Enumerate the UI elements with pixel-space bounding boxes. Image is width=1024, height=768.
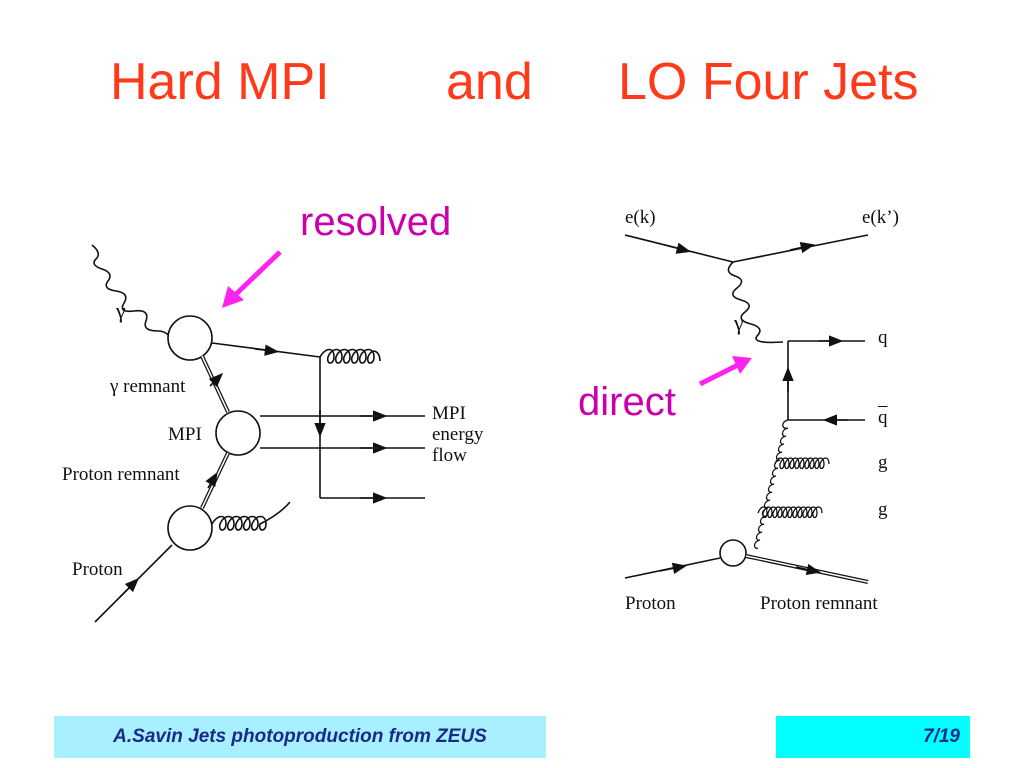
- resolved-pointer-arrow: [222, 250, 282, 308]
- top-gluon: [319, 348, 381, 364]
- gamma-remnant-label: γ remnant: [110, 376, 186, 397]
- ek-label: e(k): [625, 207, 656, 228]
- gluon-g1: [774, 457, 830, 470]
- g2-label: g: [878, 499, 888, 520]
- photon-line-right: [727, 261, 784, 344]
- gluon-g2: [757, 506, 823, 519]
- page-number: 7/19: [923, 726, 960, 747]
- mpi-flow-label-1: MPI: [432, 403, 466, 424]
- mpi-flow-label-3: flow: [432, 445, 467, 466]
- footer-author-box: A.Savin Jets photoproduction from ZEUS: [54, 716, 546, 758]
- mpi-blob: [215, 410, 261, 456]
- direct-pointer-arrow: [698, 356, 752, 387]
- title-part-hard-mpi: Hard MPI: [110, 53, 330, 111]
- q-label: q: [878, 327, 888, 348]
- bottom-blob: [167, 505, 213, 551]
- t-channel-gluon: [753, 419, 789, 549]
- proton-label-left: Proton: [72, 559, 123, 580]
- qbar-label: q: [878, 407, 888, 428]
- resolved-annotation: resolved: [300, 200, 452, 244]
- direct-annotation: direct: [578, 380, 676, 424]
- title-part-and: and: [446, 53, 533, 111]
- g1-label: g: [878, 452, 888, 473]
- mpi-flow-label-2: energy: [432, 424, 484, 445]
- slide-title: Hard MPI and LO Four Jets: [0, 52, 1024, 122]
- left-gamma-label: γ: [116, 298, 126, 323]
- footer-page-box: 7/19: [776, 716, 970, 758]
- proton-remnant-label-right: Proton remnant: [760, 593, 878, 614]
- proton-blob-right: [719, 539, 747, 567]
- photon-line-left: [91, 244, 173, 342]
- title-part-lo-four-jets: LO Four Jets: [618, 53, 919, 111]
- ek-prime-label: e(k’): [862, 207, 899, 228]
- proton-remnant-label: Proton remnant: [62, 464, 180, 485]
- right-diagram: [624, 234, 869, 584]
- mpi-label: MPI: [168, 424, 202, 445]
- footer-author-text: A.Savin Jets photoproduction from ZEUS: [113, 726, 487, 747]
- proton-label-right: Proton: [625, 593, 676, 614]
- bottom-gluon: [211, 501, 291, 531]
- top-blob: [167, 315, 213, 361]
- left-diagram: [91, 244, 425, 623]
- right-gamma-label: γ: [734, 310, 744, 335]
